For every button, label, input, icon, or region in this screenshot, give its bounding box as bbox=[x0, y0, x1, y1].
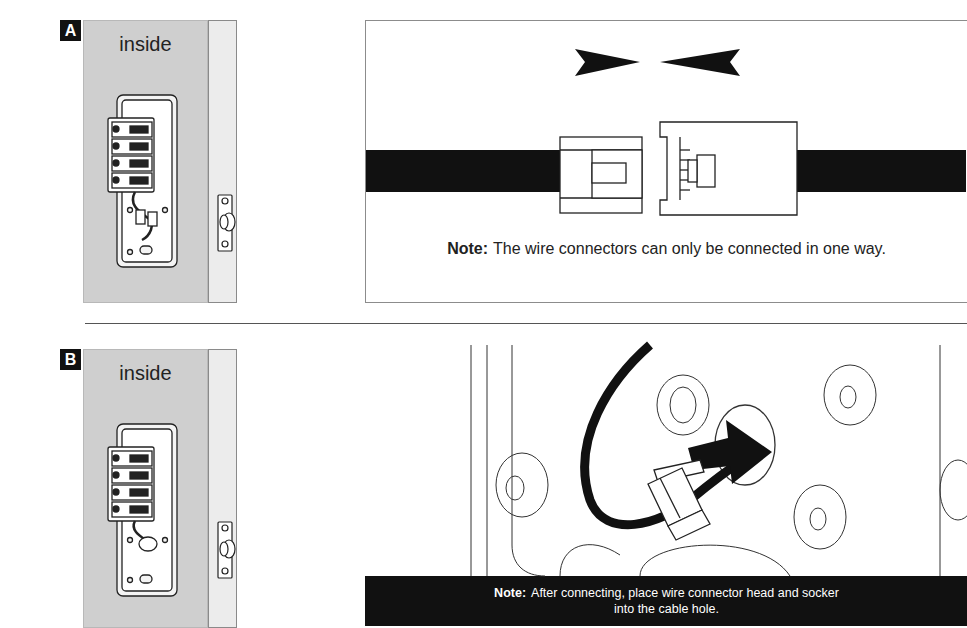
wire-connector bbox=[560, 122, 797, 215]
note-band: Note: After connecting, place wire connec… bbox=[365, 576, 967, 626]
latch bbox=[218, 195, 235, 578]
push-arrow bbox=[575, 49, 740, 76]
lock-body bbox=[108, 424, 177, 596]
door-panel: inside bbox=[83, 349, 208, 628]
direction-arrow bbox=[688, 420, 772, 484]
note-text: Note: The wire connectors can only be con… bbox=[366, 240, 967, 258]
side-label: inside bbox=[119, 33, 171, 55]
step-badge: A bbox=[60, 20, 81, 41]
detail-frame: Note: The wire connectors can only be con… bbox=[365, 20, 967, 303]
separator-line bbox=[85, 323, 967, 324]
note-body: The wire connectors can only be connecte… bbox=[493, 240, 886, 257]
side-label: inside bbox=[119, 362, 171, 384]
step-letter: A bbox=[65, 22, 77, 40]
cable bbox=[585, 345, 750, 525]
note-label: Note: bbox=[447, 240, 488, 257]
cable bbox=[366, 150, 966, 192]
note-text: Note: After connecting, place wire connec… bbox=[494, 585, 839, 617]
door-panel: inside bbox=[83, 20, 208, 303]
note-label: Note: bbox=[494, 586, 526, 600]
step-badge: B bbox=[60, 349, 81, 370]
note-body: After connecting, place wire connector h… bbox=[531, 586, 839, 616]
wire-connector bbox=[648, 460, 710, 540]
step-letter: B bbox=[65, 351, 77, 369]
lock-body bbox=[108, 95, 177, 267]
cable-hole-sketch bbox=[471, 345, 967, 576]
door-edge bbox=[209, 21, 237, 628]
